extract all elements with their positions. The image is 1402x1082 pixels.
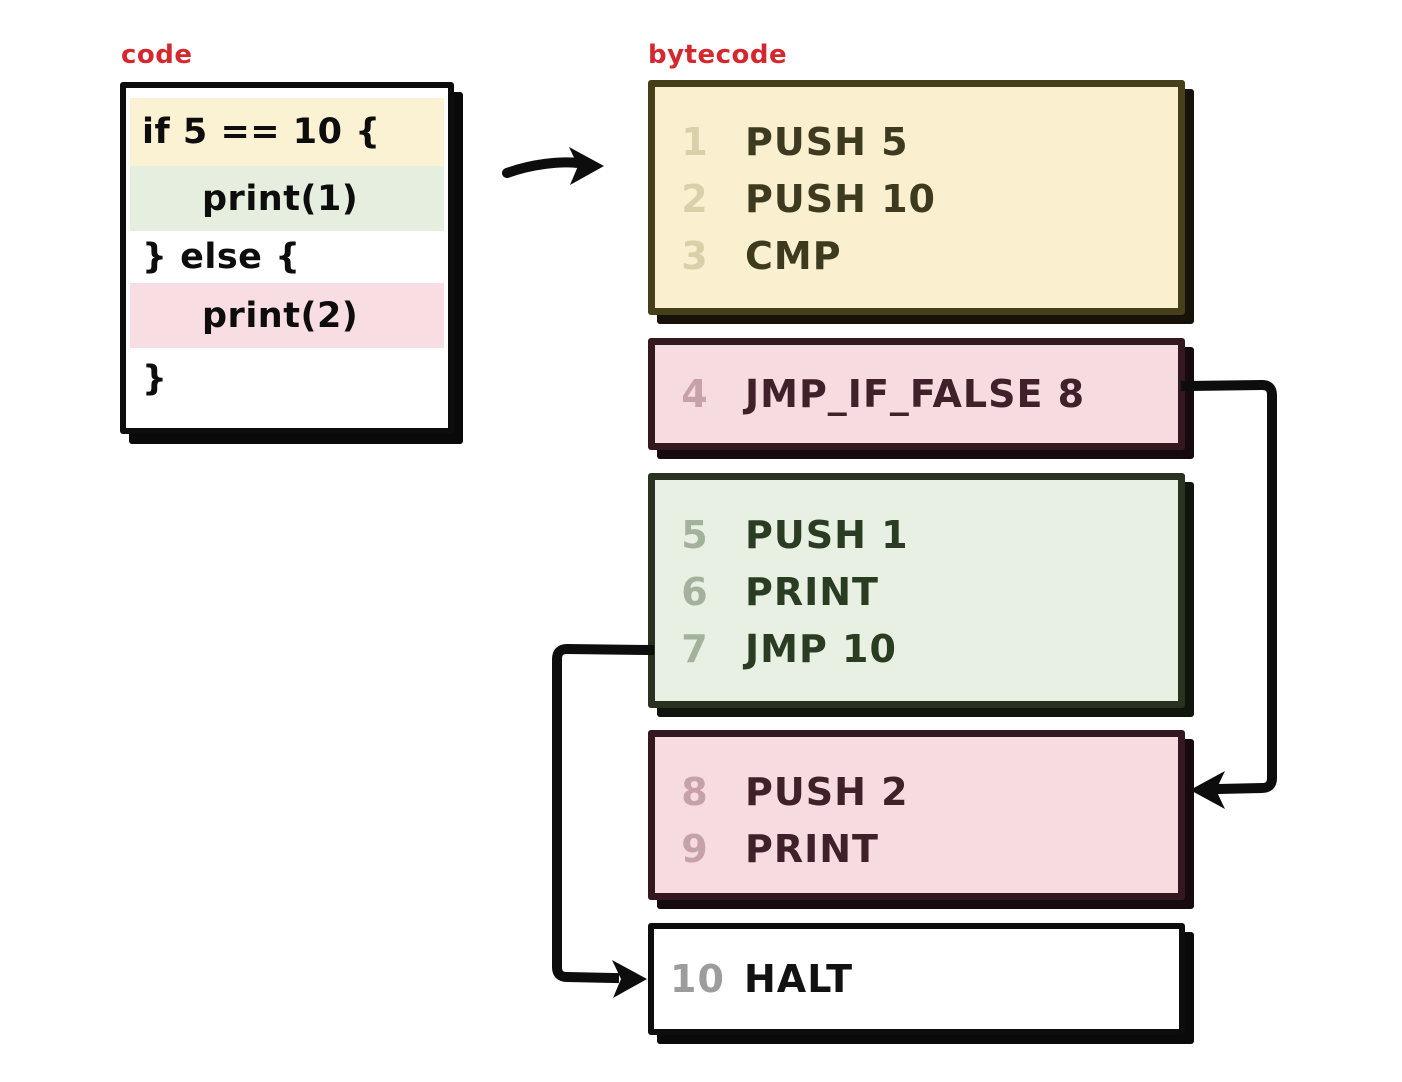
arrowhead-left-icon — [1190, 771, 1225, 809]
code-line-if: if 5 == 10 { — [130, 98, 444, 166]
instruction-opcode: CMP — [745, 233, 842, 278]
instruction-row: 5 PUSH 1 — [655, 506, 1178, 563]
instruction-opcode: PUSH 1 — [745, 512, 909, 557]
instruction-number: 3 — [681, 233, 709, 278]
instruction-row: 10 HALT — [654, 951, 1179, 1008]
arrowhead-right-icon — [569, 147, 604, 185]
bytecode-block-then-branch: 5 PUSH 1 6 PRINT 7 JMP 10 — [648, 473, 1185, 708]
code-line-text: print(2) — [202, 295, 359, 336]
code-line-text: print(1) — [202, 178, 359, 219]
instruction-row: 6 PRINT — [655, 563, 1178, 620]
jmp-to-halt-arrow — [552, 644, 655, 998]
instruction-opcode: PUSH 10 — [745, 176, 936, 221]
jmp-if-false-arrow — [1180, 380, 1277, 809]
instruction-opcode: PUSH 5 — [745, 119, 909, 164]
instruction-number: 4 — [681, 372, 709, 416]
instruction-opcode: JMP 10 — [745, 626, 897, 671]
instruction-number: 2 — [681, 176, 709, 221]
bytecode-block-jump-if-false: 4 JMP_IF_FALSE 8 — [648, 338, 1185, 450]
instruction-opcode: JMP_IF_FALSE 8 — [745, 372, 1086, 416]
instruction-number: 1 — [681, 119, 709, 164]
code-line-text: } — [142, 359, 168, 399]
instruction-row: 3 CMP — [655, 227, 1178, 284]
code-line-text: } else { — [142, 237, 301, 277]
instruction-opcode: HALT — [744, 957, 854, 1001]
code-line-print1: print(1) — [130, 166, 444, 231]
instruction-row: 1 PUSH 5 — [655, 113, 1178, 170]
instruction-row: 2 PUSH 10 — [655, 170, 1178, 227]
bytecode-block-halt: 10 HALT — [648, 923, 1185, 1035]
instruction-number: 5 — [681, 512, 709, 557]
code-line-else: } else { — [130, 231, 444, 283]
code-line-closebrace: } — [130, 348, 444, 410]
code-line-print2: print(2) — [130, 283, 444, 348]
instruction-row: 8 PUSH 2 — [655, 763, 1178, 820]
arrowhead-right-icon — [612, 960, 647, 998]
source-code-box: if 5 == 10 { print(1) } else { print(2) … — [120, 82, 454, 434]
code-to-bytecode-arrow — [502, 147, 604, 185]
code-panel-label: code — [121, 40, 193, 70]
code-line-text: if 5 == 10 { — [142, 112, 381, 152]
instruction-row: 9 PRINT — [655, 820, 1178, 877]
instruction-row: 7 JMP 10 — [655, 620, 1178, 677]
instruction-opcode: PRINT — [745, 826, 879, 871]
instruction-number: 10 — [670, 957, 725, 1001]
instruction-row: 4 JMP_IF_FALSE 8 — [655, 366, 1178, 423]
instruction-opcode: PRINT — [745, 569, 879, 614]
bytecode-panel-label: bytecode — [648, 40, 788, 70]
instruction-number: 7 — [681, 626, 709, 671]
bytecode-block-condition: 1 PUSH 5 2 PUSH 10 3 CMP — [648, 80, 1185, 315]
bytecode-block-else-branch: 8 PUSH 2 9 PRINT — [648, 730, 1185, 900]
instruction-opcode: PUSH 2 — [745, 769, 909, 814]
instruction-number: 8 — [681, 769, 709, 814]
instruction-number: 9 — [681, 826, 709, 871]
instruction-number: 6 — [681, 569, 709, 614]
